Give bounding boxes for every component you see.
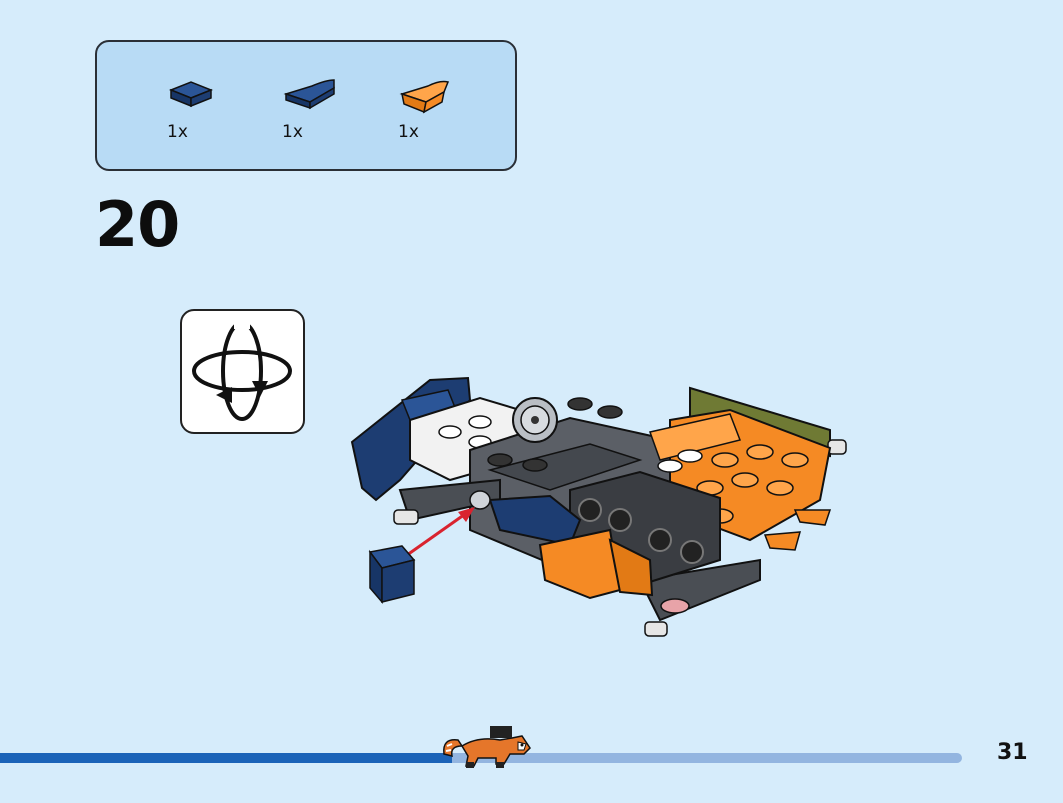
part-quantity: 1x bbox=[282, 122, 303, 142]
model-illustration bbox=[350, 376, 847, 637]
part-item: 1x bbox=[398, 70, 488, 150]
red-panda-icon bbox=[443, 726, 531, 768]
part-item: 1x bbox=[167, 70, 257, 150]
step-number: 20 bbox=[95, 188, 180, 261]
part-quantity: 1x bbox=[167, 122, 188, 142]
blue-curved-slope-icon bbox=[283, 79, 335, 110]
parts-callout: 1x 1x 1x bbox=[95, 40, 517, 171]
page-number: 31 bbox=[997, 740, 1028, 765]
rotate-model-icon bbox=[180, 309, 305, 434]
part-item: 1x bbox=[282, 70, 372, 150]
orange-curved-slope-icon bbox=[399, 80, 450, 114]
progress-fill bbox=[0, 753, 453, 763]
blue-tile-1x1-icon bbox=[168, 81, 214, 108]
part-quantity: 1x bbox=[398, 122, 419, 142]
